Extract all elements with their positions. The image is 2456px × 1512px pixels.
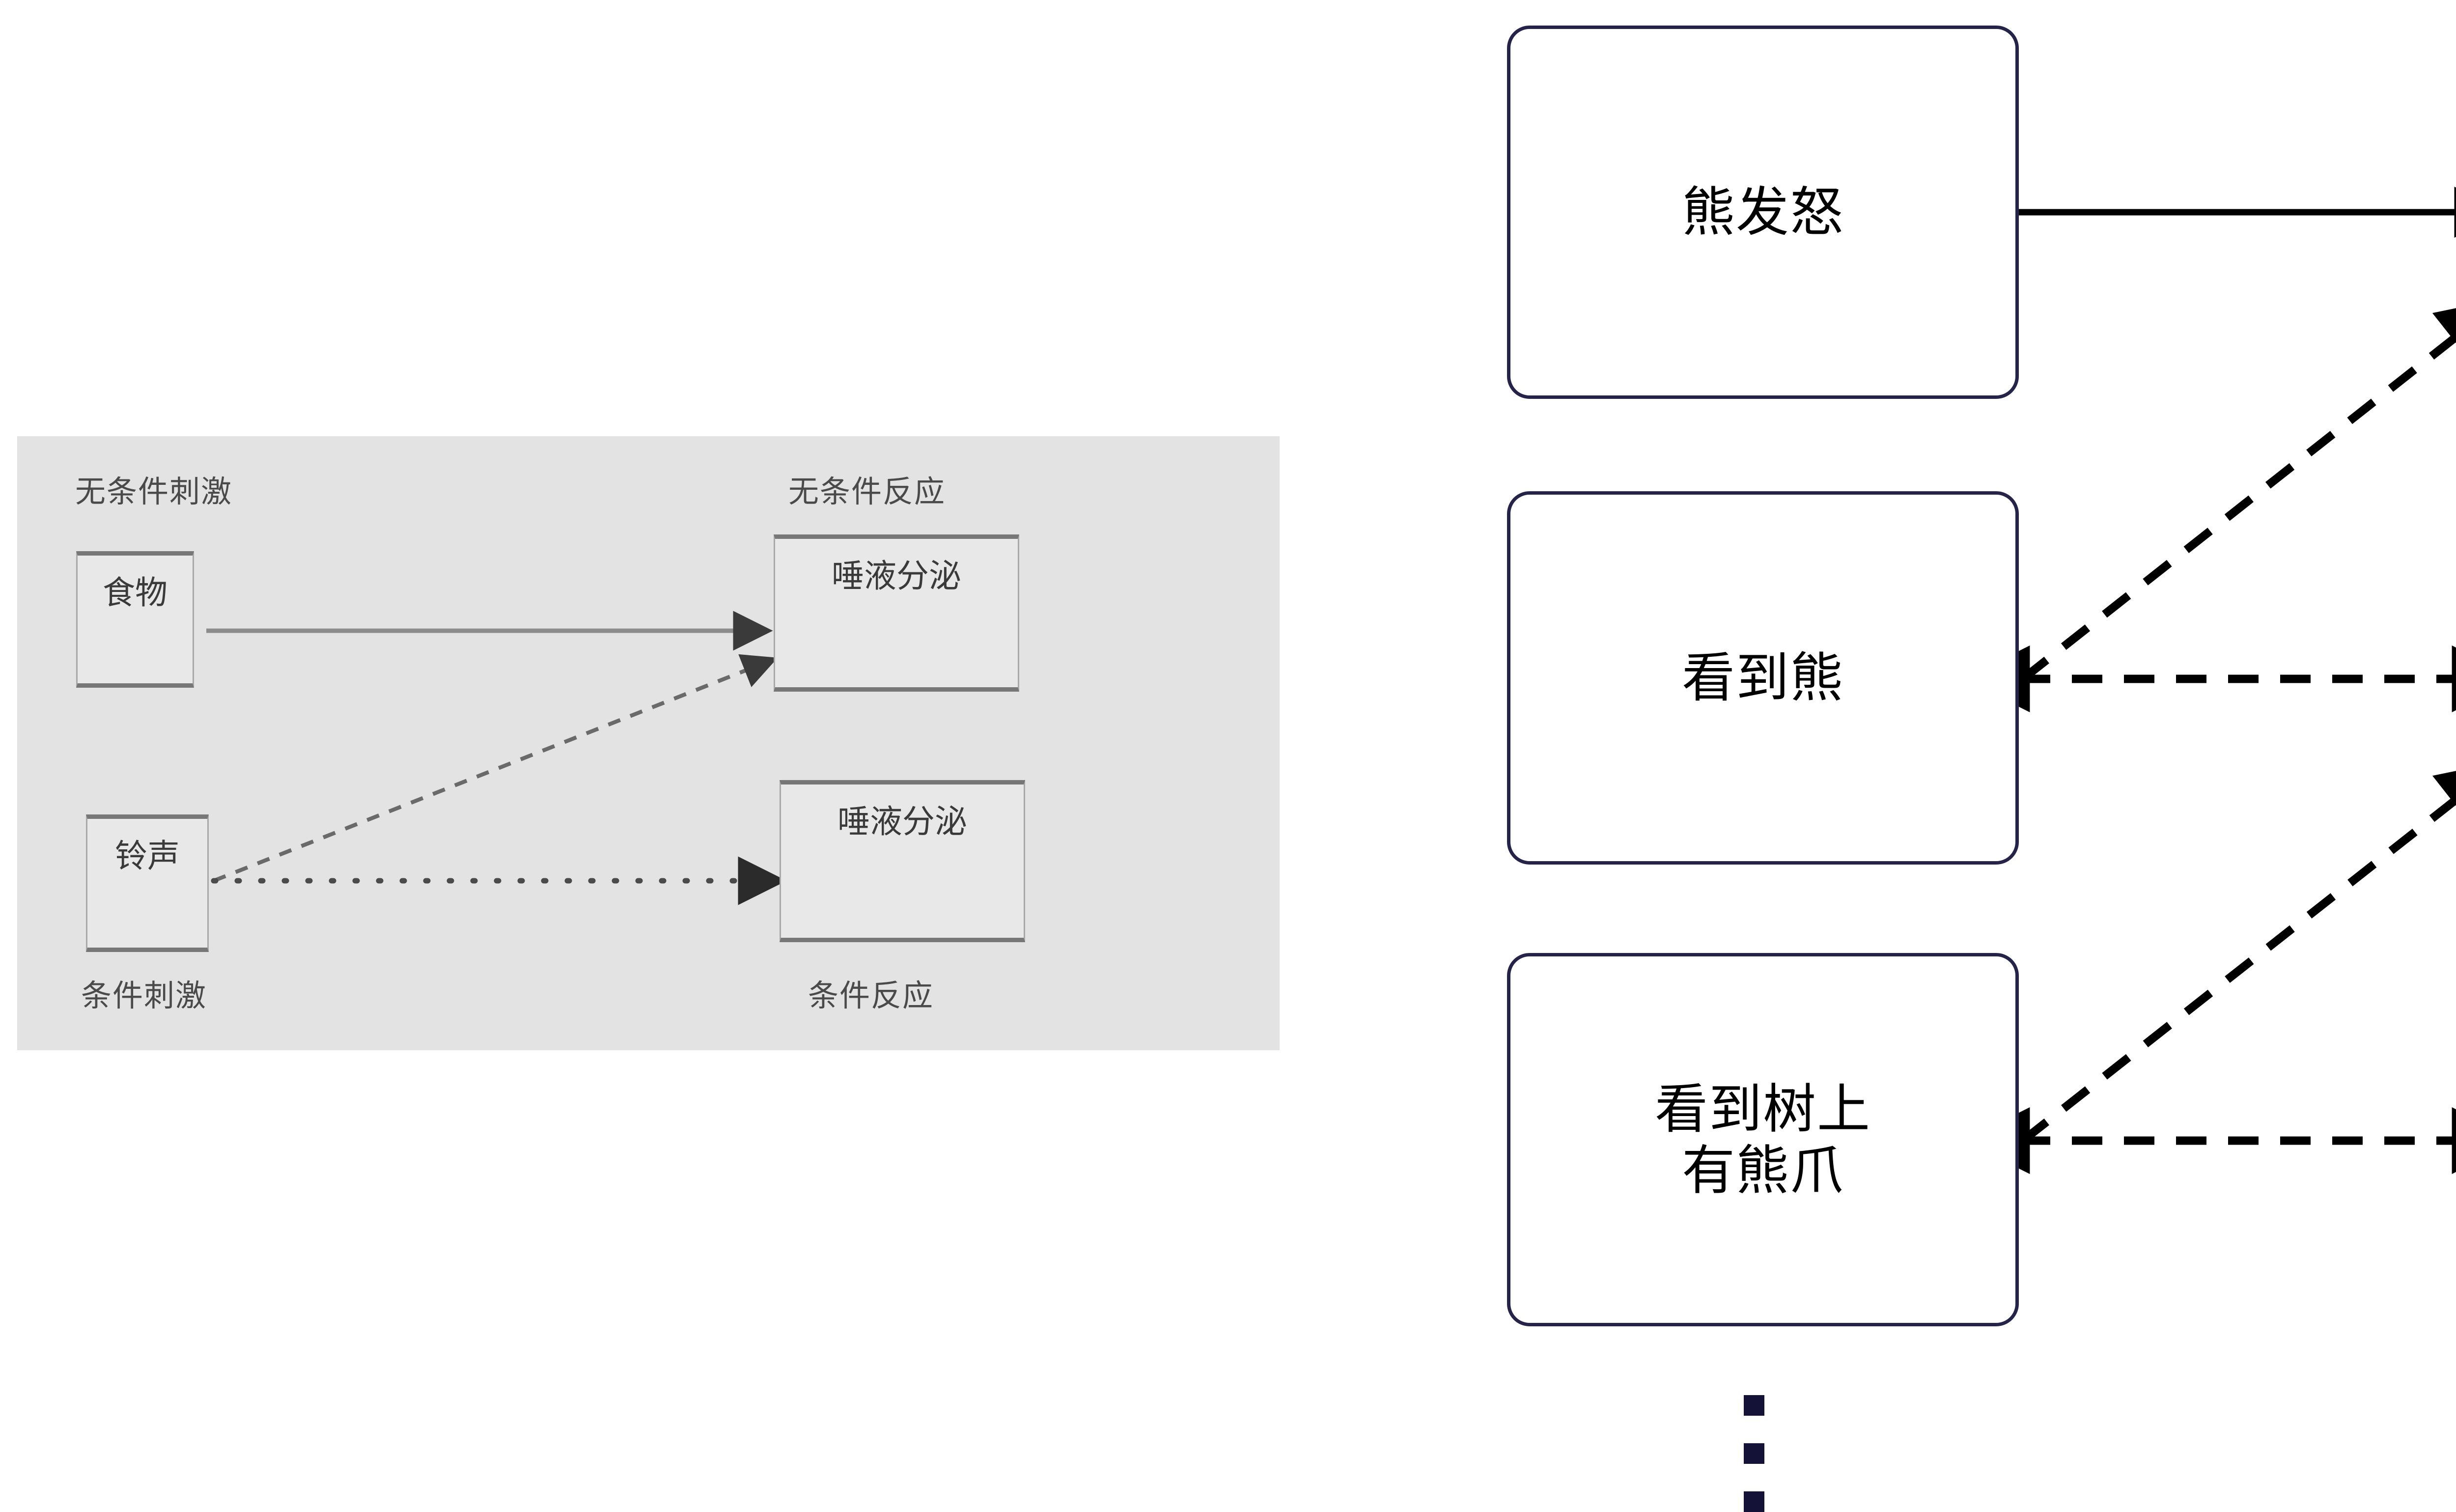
pavlov-caption-conditioned-stimulus: 条件刺激	[81, 979, 207, 1013]
rl-box-bear-angry-label: 熊发怒	[1681, 182, 1844, 242]
pavlov-box-bell-label: 铃声	[115, 838, 180, 874]
rl-box-bear-angry: 熊发怒	[1507, 26, 2019, 399]
rl-arrow-see-paw-to-v-s-prime	[2020, 760, 2456, 1144]
rl-box-see-bear-label: 看到熊	[1681, 648, 1844, 708]
ellipsis-square	[1744, 1443, 1764, 1464]
pavlov-caption-conditioned-response: 条件反应	[808, 979, 934, 1013]
rl-box-see-paw-label: 看到树上 有熊爪	[1655, 1078, 1871, 1202]
pavlov-box-food-label: 食物	[103, 574, 167, 611]
pavlov-caption-unconditioned-response: 无条件反应	[788, 475, 946, 509]
pavlov-conditioning-panel: 无条件刺激 无条件反应 条件刺激 条件反应 食物 铃声 唾液分泌 唾液分泌	[17, 436, 1280, 1050]
pavlov-box-salivation-conditioned: 唾液分泌	[780, 780, 1025, 942]
pavlov-caption-unconditioned-stimulus: 无条件刺激	[75, 475, 233, 509]
rl-ellipsis-left-column	[1744, 1395, 1764, 1512]
ellipsis-square	[1744, 1395, 1764, 1416]
pavlov-box-salivation-unconditioned: 唾液分泌	[774, 534, 1019, 692]
pavlov-arrows-layer	[206, 611, 787, 905]
rl-box-see-paw-line2: 有熊爪	[1681, 1141, 1844, 1200]
rl-box-see-paw-line1: 看到树上	[1654, 1079, 1871, 1139]
rl-arrow-see-bear-to-reward	[2020, 298, 2456, 682]
ellipsis-square	[1744, 1491, 1764, 1512]
rl-value-propagation-diagram: 熊发怒 看到熊 看到树上 有熊爪 奖励 V(s′) V(s)	[1449, 0, 2456, 1512]
rl-box-see-paw: 看到树上 有熊爪	[1507, 953, 2019, 1326]
pavlov-box-salivation-unconditioned-label: 唾液分泌	[832, 558, 961, 594]
pavlov-box-food: 食物	[76, 551, 194, 688]
pavlov-arrow-bell-to-salivation-uncond	[213, 654, 778, 883]
rl-arrows-layer	[1963, 187, 2456, 1174]
pavlov-box-salivation-conditioned-label: 唾液分泌	[837, 803, 967, 840]
pavlov-box-bell: 铃声	[86, 814, 209, 952]
rl-box-see-bear: 看到熊	[1507, 491, 2019, 865]
